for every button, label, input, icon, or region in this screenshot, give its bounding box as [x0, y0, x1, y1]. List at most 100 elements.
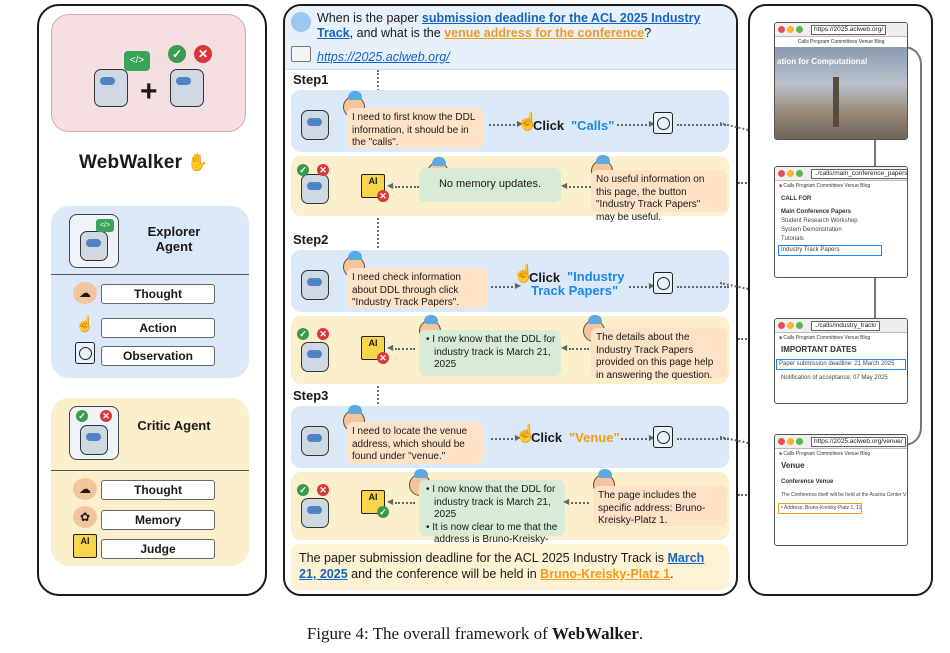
address-bar[interactable]: https://2025.aclweb.org/: [811, 25, 887, 35]
code-icon: </>: [124, 51, 150, 71]
judge-icon: AI: [73, 534, 97, 558]
explorer-agent-icon: </>: [69, 214, 119, 268]
cathedral-spire: [833, 77, 839, 127]
maximize-dot-icon: [796, 322, 803, 329]
query-highlight-deadline: submission deadline for the ACL 2025 Ind…: [317, 11, 701, 40]
webpage-icon: [291, 46, 311, 62]
flow-arrow: [373, 218, 381, 260]
step3-explorer-band: I need to locate the venue address, whic…: [291, 405, 729, 468]
step2-memory: • I now know that the DDL for industry t…: [419, 330, 561, 376]
minimize-dot-icon: [787, 438, 794, 445]
close-dot-icon: [778, 26, 785, 33]
site-nav: ■ Calls Program Committees Venue Blog: [779, 451, 871, 457]
call-link[interactable]: Student Research Workshop: [781, 218, 858, 224]
explorer-agent-box: </> Explorer Agent ☁ Thought ☝ Action Ob…: [51, 206, 249, 378]
critic-judge-pill: Judge: [101, 539, 215, 559]
venue-address-line: • Address: Bruno-Kreisky-Platz 1, 1220 W…: [778, 503, 862, 514]
call-link[interactable]: Tutorials: [781, 236, 804, 242]
page-connector: [874, 278, 876, 318]
call-link[interactable]: Main Conference Papers: [781, 209, 852, 215]
query-url-link[interactable]: https://2025.aclweb.org/: [317, 50, 450, 64]
call-link[interactable]: System Demonstration: [781, 227, 842, 233]
flow-arrow: [621, 433, 655, 442]
critic-robot-icon: [170, 69, 204, 107]
check-icon: ✓: [297, 164, 309, 176]
step3-critic-band: ✓ ✕ AI ✓ • I now know that the DDL for i…: [291, 469, 729, 558]
close-dot-icon: [778, 170, 785, 177]
browser-bar: https://2025.aclweb.org/venue/: [775, 435, 907, 449]
critic-agent-icon: ✓ ✕: [69, 406, 119, 460]
step1-label: Step1: [293, 72, 329, 87]
final-answer: The paper submission deadline for the AC…: [291, 544, 729, 590]
flow-arrow: [563, 497, 589, 506]
reject-badge: ✕: [377, 352, 389, 364]
close-dot-icon: [778, 322, 785, 329]
site-logo-icon: ■: [779, 335, 784, 341]
address-bar[interactable]: ../calls/main_conference_papers/: [811, 169, 907, 179]
pointer-icon: ☝: [513, 264, 535, 283]
accept-badge: ✓: [377, 506, 389, 518]
site-nav[interactable]: Calls Program Committees Venue Blog: [797, 39, 885, 45]
flow-arrow: [491, 433, 521, 442]
memory-brain-icon: ✿: [73, 506, 97, 528]
site-logo-icon: ■: [779, 183, 784, 189]
step3-click-target: "Venue": [569, 430, 620, 445]
webwalker-title: WebWalker ✋: [79, 152, 209, 173]
plus-icon: +: [140, 75, 158, 108]
flow-arrow: [387, 497, 415, 506]
step2-label: Step2: [293, 232, 329, 247]
critic-thought-pill: Thought: [101, 480, 215, 500]
explorer-robot-icon: [301, 270, 329, 300]
check-icon: ✓: [297, 484, 309, 496]
flow-arrow: [489, 119, 523, 128]
minimize-dot-icon: [787, 26, 794, 33]
cross-icon: ✕: [317, 484, 329, 496]
action-pointer-icon: ☝: [75, 316, 95, 333]
close-dot-icon: [778, 438, 785, 445]
page-connector: [874, 140, 876, 166]
browser-bar: https://2025.aclweb.org/: [775, 23, 907, 37]
industry-track-link[interactable]: Industry Track Papers: [778, 245, 882, 256]
explorer-robot-icon: [301, 110, 329, 140]
step2-critic-band: ✓ ✕ AI ✕ • I now know that the DDL for i…: [291, 315, 729, 384]
thought-icon: ☁: [73, 282, 97, 304]
flow-arrow: [561, 343, 589, 352]
site-nav: ■ Calls Program Committees Venue Blog: [779, 183, 871, 189]
divider: [51, 274, 249, 275]
memory-item: • I now know that the DDL for industry t…: [426, 334, 556, 370]
explorer-action-pill: Action: [101, 318, 215, 338]
figure-caption: Figure 4: The overall framework of WebWa…: [306, 624, 644, 643]
step3-memory: • I now know that the DDL for industry t…: [419, 480, 565, 558]
flow-arrow: [617, 119, 655, 128]
venue-subheading: Conference Venue: [781, 479, 834, 485]
browser-bar: ../calls/industry_track/: [775, 319, 907, 333]
step2-critic-judgement: The details about the Industry Track Pap…: [591, 328, 727, 381]
reject-badge: ✕: [377, 190, 389, 202]
critic-robot-icon: [301, 498, 329, 528]
critic-agent-box: ✓ ✕ Critic Agent ☁ Thought ✿ Memory AI J…: [51, 398, 249, 566]
page-heading: Venue: [781, 461, 805, 470]
venue-description: The Conference itself will be held at th…: [781, 492, 907, 498]
middle-panel: When is the paper submission deadline fo…: [283, 4, 738, 596]
step1-critic-judgement: No useful information on this page, the …: [591, 170, 727, 223]
critic-robot-icon: [301, 174, 329, 204]
robot-icon: [80, 231, 108, 261]
address-bar[interactable]: https://2025.aclweb.org/venue/: [811, 437, 906, 447]
observation-icon: [653, 112, 673, 134]
step3-explorer-thought: I need to locate the venue address, whic…: [347, 422, 483, 464]
webwalker-logo-box: </> + ✓ ✕: [51, 14, 246, 132]
browser-calls: ../calls/main_conference_papers/ ■ Calls…: [774, 166, 908, 278]
critic-agent-title: Critic Agent: [137, 418, 211, 433]
step1-click-word: Click: [533, 118, 565, 133]
flow-arrow: [491, 281, 521, 290]
explorer-agent-title: Explorer Agent: [147, 224, 201, 254]
browser-bar: ../calls/main_conference_papers/: [775, 167, 907, 181]
divider: [51, 470, 249, 471]
flow-arrow: [677, 286, 729, 288]
minimize-dot-icon: [787, 170, 794, 177]
site-nav: ■ Calls Program Committees Venue Blog: [779, 335, 871, 341]
answer-date: March 21, 2025: [299, 551, 705, 581]
query-text: When is the paper submission deadline fo…: [317, 11, 701, 40]
observation-icon: [653, 272, 673, 294]
address-bar[interactable]: ../calls/industry_track/: [811, 321, 880, 331]
